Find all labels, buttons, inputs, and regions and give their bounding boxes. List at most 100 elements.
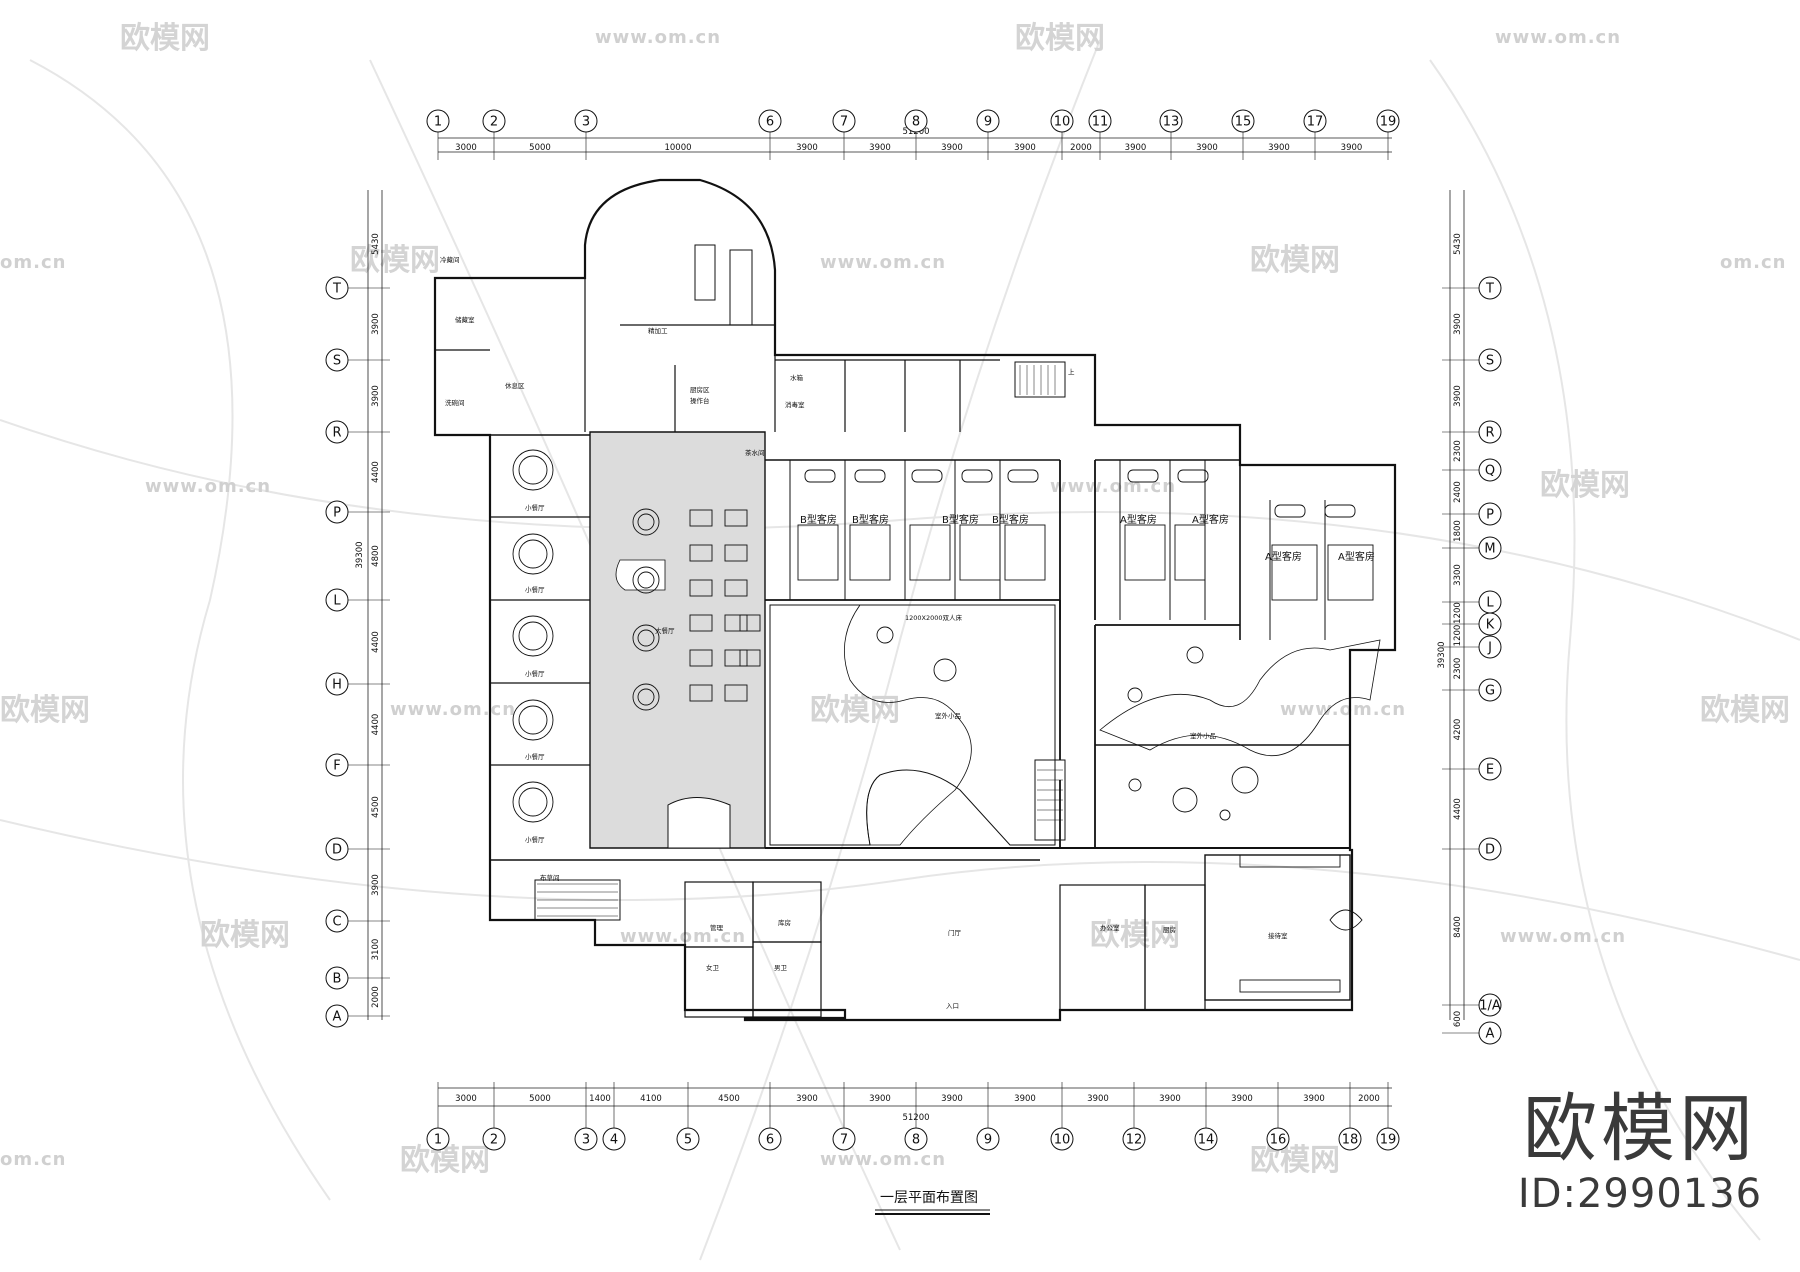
room-b-type-4: B型客房 [992,513,1029,526]
grid-bottom-5-label: 5 [684,1133,692,1148]
room-b-type-3: B型客房 [942,513,979,526]
room-private-1: 小餐厅 [525,503,545,512]
grid-left-C-label: C [332,915,341,930]
grid-right-L-label: L [1486,596,1494,611]
grid-right-D-label: D [1485,843,1495,858]
dim-left-6: 4400 [371,714,381,736]
room-water: 水箱 [790,373,804,382]
grid-top-2-label: 2 [490,115,498,130]
grid-bottom-16-label: 16 [1270,1133,1287,1148]
dim-left-4: 4800 [371,545,381,567]
grid-right-E-label: E [1486,763,1494,778]
grid-right-T: T [1478,276,1502,300]
grid-bottom-2: 2 [482,1127,506,1151]
dim-top-5: 3900 [941,143,963,153]
grid-right-A: A [1478,1021,1502,1045]
grid-bottom-14-label: 14 [1198,1133,1215,1148]
brand-id: ID:2990136 [1517,1171,1763,1217]
watermark-brand: 欧模网 [1700,693,1790,728]
room-labels: 精加工 厨房区 操作台 消毒室 洗碗间 储藏室 休息区 冷藏间 大餐厅 小餐厅 … [440,255,1375,1010]
dim-left-7: 4500 [371,796,381,818]
grid-right-D: D [1478,837,1502,861]
dim-bottom-7: 3900 [941,1094,963,1104]
grid-left-F-label: F [333,759,340,774]
dim-bottom-12: 3900 [1303,1094,1325,1104]
dim-bottom-1: 5000 [529,1094,551,1104]
grid-bottom-18: 18 [1338,1127,1362,1151]
dim-left-3: 4400 [371,461,381,483]
room-private-5: 小餐厅 [525,835,545,844]
grid-bottom-3: 3 [574,1127,598,1151]
watermark-url: www.om.cn [1050,476,1176,497]
grid-bottom-14: 14 [1194,1127,1218,1151]
grid-top-1-label: 1 [434,115,442,130]
grid-bottom-7-label: 7 [840,1133,848,1148]
grid-top-7-label: 7 [840,115,848,130]
room-stove-station: 操作台 [690,396,710,405]
grid-top-10: 10 [1050,109,1074,133]
grid-bottom-3-label: 3 [582,1133,590,1148]
dimension-values: 3000 5000 10000 3900 3900 3900 3900 2000 3900 390… [355,127,1463,1123]
room-lounge: 休息区 [505,381,525,390]
room-linen: 布草间 [540,873,560,882]
room-a-type-1: A型客房 [1120,513,1157,526]
room-b-type-1: B型客房 [800,513,837,526]
grid-top-9: 9 [976,109,1000,133]
dim-bottom-6: 3900 [869,1094,891,1104]
grid-bottom-19-label: 19 [1380,1133,1397,1148]
dim-right-3: 2300 [1453,440,1463,462]
grid-right-P-label: P [1486,508,1494,523]
grid-right-T-label: T [1485,282,1494,297]
grid-left-L-label: L [333,594,341,609]
dim-top-10: 3900 [1268,143,1290,153]
room-a-type-2: A型客房 [1192,513,1229,526]
watermark-brand: 欧模网 [1015,21,1105,56]
watermark-brand: 欧模网 [1250,1143,1340,1178]
dim-bottom-9: 3900 [1087,1094,1109,1104]
dim-left-1: 3900 [371,313,381,335]
dim-left-10: 2000 [371,986,381,1008]
dim-left-2: 3900 [371,385,381,407]
grid-right-Q: Q [1478,458,1502,482]
watermark-brand: 欧模网 [400,1143,490,1178]
watermark-url: www.om.cn [390,699,516,720]
grid-top-17: 17 [1303,109,1327,133]
dim-top-8: 3900 [1125,143,1147,153]
dim-bottom-0: 3000 [455,1094,477,1104]
dim-right-7: 1200 [1453,602,1463,624]
dim-left-0: 5430 [371,233,381,255]
room-a-type-4: A型客房 [1338,550,1375,563]
grid-left-R: R [325,420,349,444]
watermark-url: www.om.cn [1495,27,1621,48]
grid-left-F: F [325,753,349,777]
grid-bottom-9: 9 [976,1127,1000,1151]
room-courtyard-2: 室外小品 [1190,731,1216,740]
dim-left-5: 4400 [371,631,381,653]
grid-top-19-label: 19 [1380,115,1397,130]
grid-right-S-label: S [1486,354,1494,369]
grid-top-3-label: 3 [582,115,590,130]
dim-right-2: 3900 [1453,385,1463,407]
dim-right-8: 1200 [1453,625,1463,647]
room-manager: 管理 [710,923,724,932]
brand-badge: 欧模网 ID:2990136 [1505,1088,1775,1218]
dim-top-6: 3900 [1014,143,1036,153]
grid-bottom-12-label: 12 [1126,1133,1143,1148]
grid-right-1-A-label: 1/A [1479,999,1501,1014]
grid-bottom-1-label: 1 [434,1133,442,1148]
room-fine-processing: 精加工 [648,326,668,335]
dim-bottom-10: 3900 [1159,1094,1181,1104]
dim-top-3: 3900 [796,143,818,153]
grid-right-G-label: G [1485,684,1495,699]
room-bed-note: 1200X2000双人床 [905,613,963,622]
trees [876,626,1259,821]
dim-top-2: 10000 [664,143,691,153]
grid-right-K: K [1478,612,1502,636]
grid-left-D-label: D [332,843,342,858]
dim-right-12: 8400 [1453,916,1463,938]
grid-right-E: E [1478,757,1502,781]
grid-top-15-label: 15 [1235,115,1252,130]
grid-right-G: G [1478,678,1502,702]
dimension-lines [367,137,1465,1107]
dim-right-4: 2400 [1453,481,1463,503]
